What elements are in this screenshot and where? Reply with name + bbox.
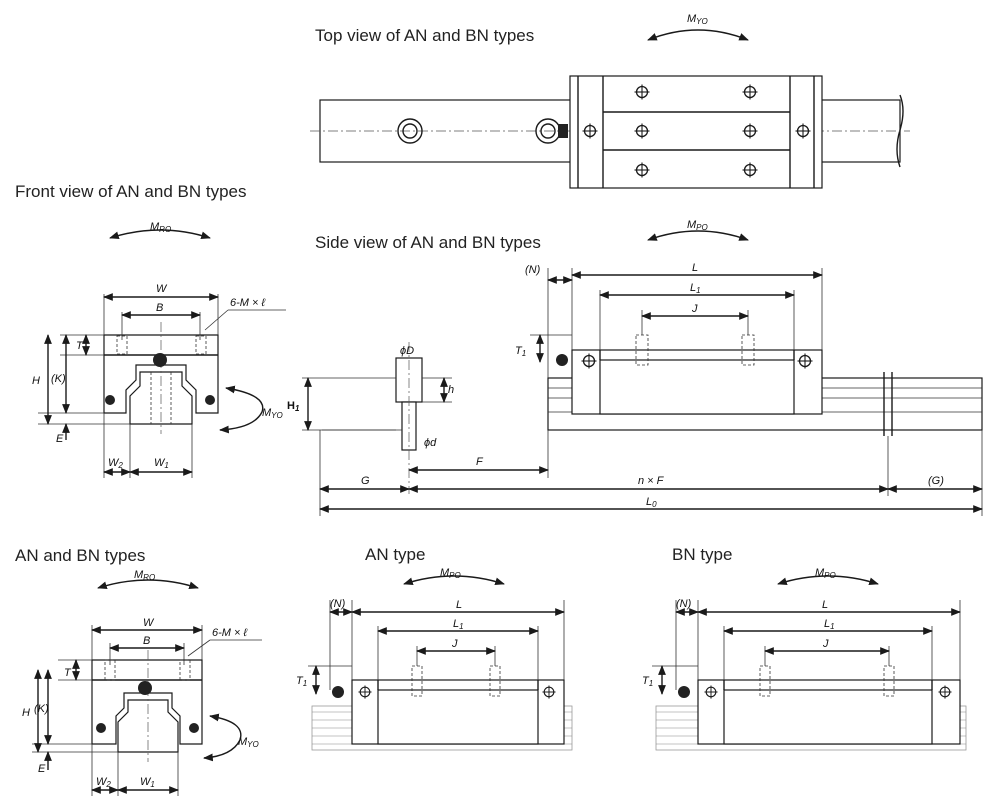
svg-text:H: H — [22, 707, 30, 719]
svg-text:MRO: MRO — [150, 221, 171, 234]
top-view: Top view of AN and BN types MYO — [310, 13, 910, 189]
svg-text:L1: L1 — [690, 282, 701, 295]
svg-text:MPO: MPO — [440, 567, 461, 580]
svg-text:F: F — [476, 456, 484, 468]
an-bn-types-view: AN and BN types MRO W B 6-M × ℓ T H (K) — [15, 546, 262, 796]
svg-text:T: T — [76, 340, 84, 352]
svg-text:L: L — [456, 599, 462, 611]
dim-m: 6-M × ℓ — [230, 297, 265, 309]
svg-text:J: J — [822, 638, 829, 650]
svg-text:(N): (N) — [330, 598, 346, 610]
svg-text:(N): (N) — [676, 598, 692, 610]
svg-text:T1: T1 — [296, 675, 307, 688]
block-section — [91, 659, 203, 745]
myo-label-top: MYO — [687, 13, 708, 26]
front-view-title: Front view of AN and BN types — [15, 182, 247, 201]
svg-text:T1: T1 — [515, 345, 526, 358]
svg-text:(N): (N) — [525, 264, 541, 276]
an-type-view: AN type MPO L (N) L1 J — [296, 545, 573, 751]
svg-text:MPO: MPO — [815, 567, 836, 580]
front-view: Front view of AN and BN types MRO W B 6-… — [15, 182, 286, 478]
myo-arrow-front — [219, 385, 264, 434]
svg-text:(K): (K) — [34, 703, 49, 715]
svg-text:(G): (G) — [928, 475, 944, 487]
an-type-title: AN type — [365, 545, 425, 564]
svg-text:MPO: MPO — [687, 219, 708, 232]
side-view-title: Side view of AN and BN types — [315, 233, 541, 252]
bn-type-title: BN type — [672, 545, 732, 564]
grease-nipple-top — [558, 124, 568, 138]
svg-text:B: B — [143, 635, 150, 647]
svg-text:L0: L0 — [646, 496, 657, 509]
svg-text:MRO: MRO — [134, 569, 155, 582]
svg-text:T1: T1 — [642, 675, 653, 688]
side-view: Side view of AN and BN types MPO L L1 J — [287, 219, 983, 516]
svg-text:(K): (K) — [51, 373, 66, 385]
svg-text:W1: W1 — [140, 776, 155, 789]
svg-text:ϕD: ϕD — [400, 345, 414, 357]
svg-text:T: T — [64, 667, 72, 679]
svg-text:W: W — [143, 617, 155, 629]
myo-arrow-top — [647, 29, 749, 41]
grease-nipple-side — [556, 354, 568, 366]
svg-text:MYO: MYO — [262, 407, 283, 420]
dim-b: B — [156, 302, 163, 314]
svg-text:J: J — [451, 638, 458, 650]
mpo-arrow-side — [647, 230, 749, 241]
an-bn-title: AN and BN types — [15, 546, 145, 565]
svg-text:n × F: n × F — [638, 475, 665, 487]
rail-hole-1 — [397, 118, 423, 144]
mro-arrow-front — [109, 229, 211, 240]
svg-text:L1: L1 — [824, 618, 835, 631]
grease-nipple-front — [153, 353, 167, 367]
svg-text:H: H — [32, 375, 40, 387]
svg-text:h: h — [448, 384, 454, 396]
svg-text:E: E — [38, 763, 46, 775]
bn-type-view: BN type MPO L (N) L1 J — [642, 545, 967, 751]
rail-break-top — [896, 94, 904, 168]
svg-text:J: J — [691, 303, 698, 315]
svg-text:6-M × ℓ: 6-M × ℓ — [212, 627, 247, 639]
svg-text:L1: L1 — [453, 618, 464, 631]
svg-text:L: L — [822, 599, 828, 611]
svg-text:H1: H1 — [287, 400, 300, 413]
svg-text:L: L — [692, 262, 698, 274]
svg-text:ϕd: ϕd — [424, 437, 437, 449]
top-view-title: Top view of AN and BN types — [315, 26, 534, 45]
svg-text:E: E — [56, 433, 64, 445]
svg-text:MYO: MYO — [238, 736, 259, 749]
block-top — [569, 75, 823, 189]
svg-text:G: G — [361, 475, 370, 487]
svg-text:W1: W1 — [154, 457, 169, 470]
svg-text:W2: W2 — [108, 457, 123, 470]
dim-w: W — [156, 283, 168, 295]
svg-text:W2: W2 — [96, 776, 111, 789]
